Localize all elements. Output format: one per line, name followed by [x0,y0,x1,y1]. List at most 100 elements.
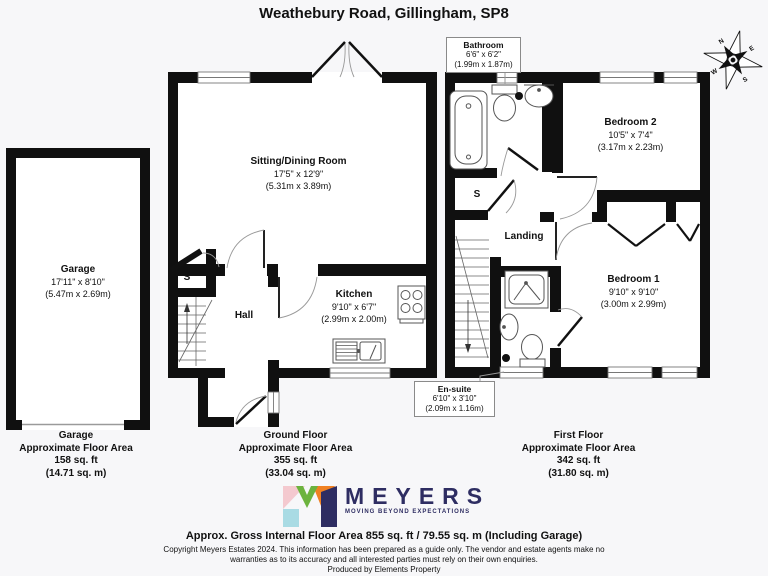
room-dims-metric: (2.09m x 1.16m) [425,404,484,413]
room-name: Garage [60,264,96,275]
stairs-up-arrow [184,303,190,312]
area-sqm: (14.71 sq. m) [45,467,107,479]
bathroom-door [500,146,539,177]
first-floor-walls [445,72,710,378]
bathroom-radiator-dot [515,92,523,100]
logo-tagline: MOVING BEYOND EXPECTATIONS [345,509,471,515]
shower-icon [504,270,549,309]
room-dims-metric: (1.99m x 1.87m) [454,60,513,69]
ensuite-label-box: En-suite 6'10" x 3'10" (2.09m x 1.16m) [414,381,495,417]
window [496,71,518,84]
hall-label: Hall [234,310,254,321]
room-dims-imperial: 10'5" x 7'4" [608,130,653,140]
first-floor-plan [445,70,710,381]
room-dims-imperial: 6'10" x 3'10" [432,394,477,403]
window [197,71,251,84]
ground-floor-windows [197,71,391,414]
room-dims-metric: (5.31m x 3.89m) [265,181,332,191]
room-dims-imperial: 17'11" x 8'10" [51,277,105,287]
garage-walls [6,148,150,430]
footer-copyright-2: warranties as to its accuracy and all in… [230,555,538,564]
room-name: Bathroom [463,40,504,50]
meyers-logo-icon [283,486,337,527]
window [607,366,653,379]
bath-icon [449,90,488,170]
room-dims-imperial: 9'10" x 9'10" [608,287,659,297]
ensuite-radiator-dot [502,354,510,362]
stairs-down-arrow [465,344,471,353]
area-sqft: 355 sq. ft [273,455,318,466]
area-sqm: (31.80 sq. m) [548,467,609,479]
area-heading: Approximate Floor Area [19,442,133,454]
compass-n: N [718,37,726,46]
page-title: Weathebury Road, Gillingham, SP8 [259,5,509,22]
understairs-cupboard-door [169,248,220,273]
room-dims-metric: (3.00m x 2.99m) [600,299,667,309]
storage-ground-label: S [183,272,191,283]
room-dims-imperial: 17'5" x 12'9" [273,169,324,179]
bedroom2-door [557,176,598,220]
garage-area-caption: Garage Approximate Floor Area 158 sq. ft… [5,430,147,480]
footer-area-summary: Approx. Gross Internal Floor Area 855 sq… [185,530,583,542]
room-name: Bedroom 2 [604,117,657,128]
area-heading: Approximate Floor Area [521,442,636,454]
ground-area-caption: Ground Floor Approximate Floor Area 355 … [213,430,378,480]
storage-first-label: S [473,189,481,200]
meyers-logo: MEYERS MOVING BEYOND EXPECTATIONS [282,483,490,527]
logo-mark-spacer [282,483,338,527]
room-name: Sitting/Dining Room [250,156,347,167]
first-stairs [455,235,489,359]
area-heading: Approximate Floor Area [238,442,353,454]
footer-produced-by: Produced by Elements Property [327,565,441,574]
kitchen-label: Kitchen 9'10" x 6'7" (2.99m x 2.00m) [289,289,419,325]
landing-label: Landing [504,231,544,242]
window [267,391,280,414]
wardrobe-doors [607,223,700,247]
ground-stairs [178,297,213,366]
area-sqft: 342 sq. ft [556,455,601,466]
room-name: En-suite [437,384,472,394]
french-doors [311,41,383,78]
sitting-room-label: Sitting/Dining Room 17'5" x 12'9" (5.31m… [216,156,381,192]
logo-brand: MEYERS [345,483,491,509]
garage-plan [6,148,150,430]
room-name: Bedroom 1 [607,274,660,285]
first-floor-windows [496,71,698,379]
hob-icon [397,285,426,324]
kitchen-sink-icon [332,338,386,364]
first-area-caption: First Floor Approximate Floor Area 342 s… [496,430,661,480]
bathroom-label-box: Bathroom 6'6" x 6'2" (1.99m x 1.87m) [446,37,521,73]
garage-room-label: Garage 17'11" x 8'10" (5.47m x 2.69m) [8,264,148,300]
room-dims-imperial: 6'6" x 6'2" [466,50,501,59]
area-sqm: (33.04 sq. m) [265,467,326,479]
compass-s: S [742,75,750,84]
logo-text: MEYERS MOVING BEYOND EXPECTATIONS [345,483,490,515]
area-floor: Garage [58,430,94,441]
kitchen-door [278,276,318,319]
bedroom1-label: Bedroom 1 9'10" x 9'10" (3.00m x 2.99m) [571,274,696,310]
first-storage-door [487,179,517,214]
ensuite-sink-icon [499,313,519,341]
front-door [235,395,267,425]
room-name: Kitchen [335,289,373,300]
bedroom1-door [555,222,593,261]
room-dims-metric: (2.99m x 2.00m) [321,314,387,324]
footer-copyright-1: Copyright Meyers Estates 2024. This info… [163,545,605,554]
ground-floor-walls [168,72,437,427]
bedroom2-label: Bedroom 2 10'5" x 7'4" (3.17m x 2.23m) [568,117,693,153]
window [599,71,655,84]
window [661,366,698,379]
room-dims-metric: (5.47m x 2.69m) [45,289,111,299]
bathroom-toilet-icon [491,84,518,122]
ensuite-label-leader [479,371,505,381]
area-sqft: 158 sq. ft [54,455,98,466]
window [663,71,698,84]
sitting-room-door [226,229,265,269]
ensuite-toilet-icon [519,334,546,368]
ensuite-door [557,308,583,347]
room-dims-imperial: 9'10" x 6'7" [331,302,377,312]
area-floor: First Floor [553,430,604,441]
ground-floor-plan [168,41,437,427]
